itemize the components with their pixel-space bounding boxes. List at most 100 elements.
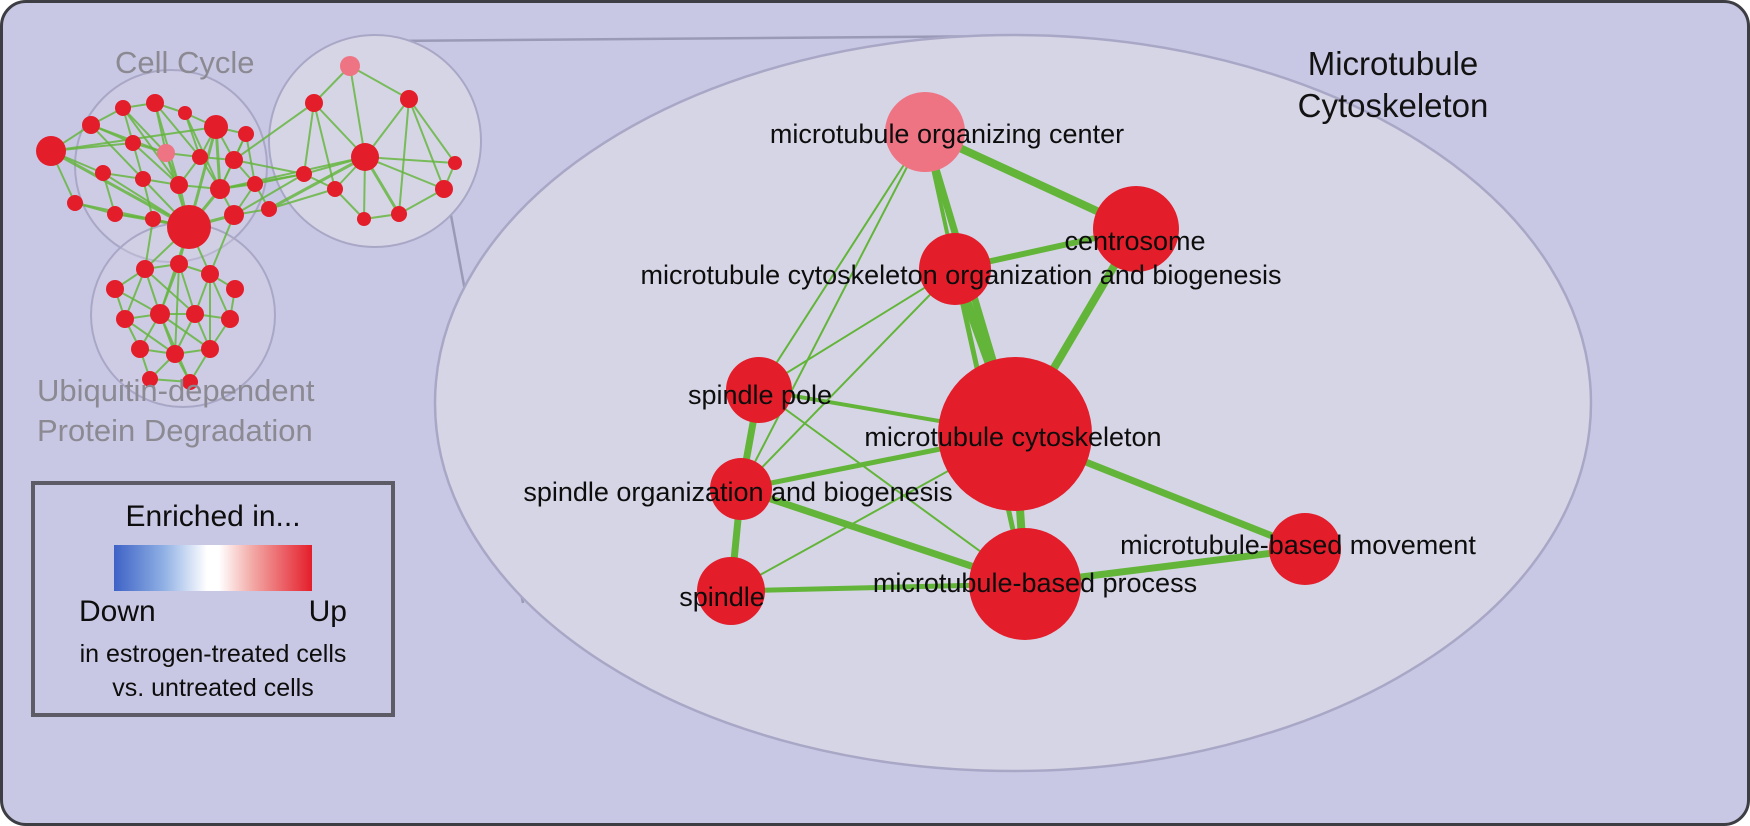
overview-nodes [36, 56, 462, 390]
overview-node [106, 280, 124, 298]
overview-edge [303, 102, 315, 175]
overview-node [36, 136, 66, 166]
legend-down-label: Down [79, 595, 156, 628]
node-mcob [919, 233, 991, 305]
legend-caption-line2: vs. untreated cells [112, 673, 314, 702]
node-label-mc: microtubule cytoskeleton [864, 422, 1161, 452]
overview-node [224, 205, 244, 225]
node-spindle_org [710, 458, 772, 520]
detail-title-line1: Microtubule [1307, 45, 1479, 82]
overview-node [116, 310, 134, 328]
legend-title: Enriched in... [125, 500, 301, 533]
overview-node [351, 143, 379, 171]
overview-edge [313, 102, 336, 190]
node-mbp [969, 528, 1081, 640]
overview-node [327, 181, 343, 197]
node-label-moc: microtubule organizing center [770, 119, 1124, 149]
overview-edge [233, 173, 305, 216]
overview-edge [90, 124, 144, 180]
overview-node [107, 206, 123, 222]
node-label-mcob: microtubule cytoskeleton organization an… [641, 260, 1282, 290]
detail-title-line2: Cytoskeleton [1297, 87, 1489, 125]
node-label-spindle: spindle [679, 582, 765, 612]
overview-node [150, 304, 170, 324]
node-moc [885, 92, 965, 172]
detail-node-labels: microtubule organizing centercentrosomem… [523, 119, 1476, 612]
overview-node [95, 165, 111, 181]
node-spindle_pole [726, 357, 792, 423]
overview-edge [267, 155, 367, 211]
legend-gradient-bar [114, 545, 312, 591]
overview-edge [174, 263, 180, 355]
node-label-mbp: microtubule-based process [873, 568, 1197, 598]
node-spindle [697, 557, 765, 625]
edge-moc-spindle_pole [758, 131, 926, 391]
overview-node [391, 206, 407, 222]
network-svg: microtubule organizing centercentrosomem… [36, 33, 1593, 773]
node-mbm [1269, 513, 1341, 585]
overview-node [136, 260, 154, 278]
overview-node [340, 56, 360, 76]
cluster-label-ubiquitin-line1: Ubiquitin-dependent [37, 373, 315, 408]
overview-node [142, 371, 158, 387]
edge-mcob-spindle_org [740, 268, 956, 490]
overview-node [226, 280, 244, 298]
node-label-spindle_org: spindle organization and biogenesis [523, 477, 952, 507]
cluster-outline-microtubule-lens [268, 34, 482, 248]
overview-node [201, 265, 219, 283]
overview-edge [349, 65, 366, 158]
overview-node [238, 126, 254, 142]
node-centrosome [1093, 186, 1179, 272]
overview-node [157, 144, 175, 162]
overview-node [186, 305, 204, 323]
overview-node [210, 179, 230, 199]
overview-node [167, 205, 211, 249]
overview-edge [122, 107, 167, 154]
overview-node [261, 201, 277, 217]
overview-node [225, 151, 243, 169]
overview-edge [219, 156, 366, 190]
overview-node [178, 106, 192, 120]
overview-edge [154, 102, 180, 186]
overview-node [135, 171, 151, 187]
overview-edge [349, 65, 410, 100]
overview-node [400, 90, 418, 108]
overview-edge [364, 156, 456, 164]
overview-node [296, 166, 312, 182]
overview-edge [154, 102, 201, 158]
overview-node [131, 340, 149, 358]
overview-node [170, 176, 188, 194]
overview-node [221, 310, 239, 328]
overview-edge [124, 318, 176, 355]
overview-node [201, 340, 219, 358]
detail-nodes [697, 92, 1341, 640]
overview-node [435, 180, 453, 198]
overview-edge [144, 268, 196, 315]
lens-connector-top [384, 34, 1019, 43]
overview-node [67, 195, 83, 211]
legend-up-label: Up [308, 595, 347, 628]
node-mc [938, 357, 1092, 511]
overview-node [170, 255, 188, 273]
cluster-label-ubiquitin-line2: Protein Degradation [37, 413, 313, 449]
overview-edge [49, 149, 191, 229]
overview-edge [398, 98, 410, 215]
overview-edge [364, 156, 445, 190]
overview-node [115, 100, 131, 116]
detail-title: Microtubule Cytoskeleton [1271, 43, 1515, 127]
overview-node [166, 345, 184, 363]
overview-node [448, 156, 462, 170]
overview-node [145, 211, 161, 227]
edge-mcob-spindle_pole [758, 268, 956, 391]
overview-edge [159, 313, 211, 350]
node-label-spindle_pole: spindle pole [688, 380, 832, 410]
edge-moc-spindle_org [740, 131, 926, 490]
overview-node [192, 149, 208, 165]
overview-edge [408, 98, 456, 164]
overview-node [357, 212, 371, 226]
overview-edge [233, 102, 315, 161]
cluster-label-cell-cycle: Cell Cycle [115, 45, 255, 80]
overview-node [125, 135, 141, 151]
overview-node [204, 115, 228, 139]
